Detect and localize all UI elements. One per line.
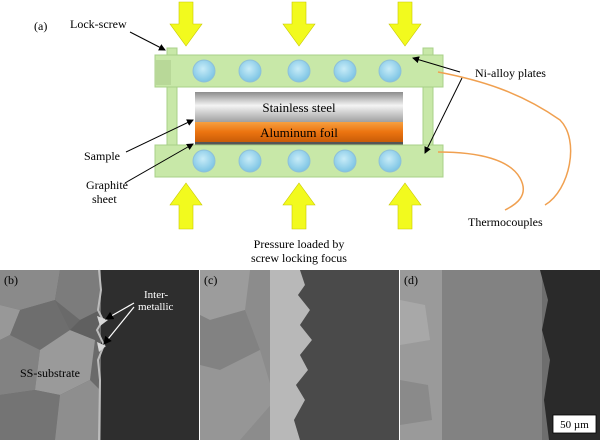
scale-bar-label: 50 µm xyxy=(560,419,589,431)
top-plate-balls xyxy=(192,59,402,83)
pressure-label-2: screw locking focus xyxy=(251,251,347,265)
ball xyxy=(238,149,262,173)
ball xyxy=(333,149,357,173)
thermocouple-wire xyxy=(437,151,525,211)
ball xyxy=(287,149,311,173)
thermocouple-wire xyxy=(437,71,572,206)
scale-bar-box xyxy=(552,414,597,434)
pressure-arrow-down-icon xyxy=(388,1,422,47)
ball xyxy=(378,149,402,173)
top-pressure-arrows xyxy=(169,1,422,47)
schematic-panel: (a) Stainless steel Aluminum foil xyxy=(34,1,572,265)
ss-substrate-label: SS-substrate xyxy=(20,366,80,380)
graphite-sheet xyxy=(195,142,403,145)
micrograph-c: (c) xyxy=(200,270,399,440)
ball xyxy=(192,149,216,173)
lock-screw-leader xyxy=(129,31,166,51)
micrograph-label-c: (c) xyxy=(204,273,217,287)
aluminum-foil xyxy=(195,122,403,142)
pressure-label-1: Pressure loaded by xyxy=(254,237,345,251)
lock-screw-label: Lock-screw xyxy=(70,17,127,31)
pressure-arrow-down-icon xyxy=(169,1,203,47)
graphite-label-2: sheet xyxy=(92,192,117,206)
ball xyxy=(287,59,311,83)
stainless-steel-label: Stainless steel xyxy=(262,100,336,115)
graphite-leader xyxy=(124,143,194,184)
ball xyxy=(333,59,357,83)
sample-leader xyxy=(125,119,194,153)
pressure-arrow-up-icon xyxy=(388,182,422,230)
micrograph-label-d: (d) xyxy=(404,273,418,287)
aluminum-foil-label: Aluminum foil xyxy=(260,125,338,140)
ball xyxy=(378,59,402,83)
ball xyxy=(192,59,216,83)
ni-alloy-leader xyxy=(424,77,463,154)
stainless-steel-block xyxy=(195,92,403,122)
bottom-plate-balls xyxy=(192,149,402,173)
ball xyxy=(238,59,262,83)
ni-alloy-leader xyxy=(412,56,461,73)
micrograph-label-b: (b) xyxy=(4,273,18,287)
top-plate-shadow xyxy=(155,60,171,85)
panel-label-a: (a) xyxy=(34,19,47,33)
pressure-arrow-down-icon xyxy=(282,1,316,47)
pressure-arrow-up-icon xyxy=(282,182,316,230)
thermocouples-label: Thermocouples xyxy=(468,215,543,229)
sample-label: Sample xyxy=(84,149,120,163)
intermetallic-label-1: Inter- xyxy=(144,289,169,301)
bottom-pressure-arrows xyxy=(169,182,422,230)
ni-alloy-label: Ni-alloy plates xyxy=(475,66,546,80)
pressure-arrow-up-icon xyxy=(169,182,203,230)
micrograph-d: (d) 50 µm xyxy=(400,270,600,440)
graphite-label-1: Graphite xyxy=(86,178,128,192)
micrograph-b: (b) Inter- metallic SS-substrate xyxy=(0,269,199,440)
intermetallic-label-2: metallic xyxy=(138,301,174,313)
